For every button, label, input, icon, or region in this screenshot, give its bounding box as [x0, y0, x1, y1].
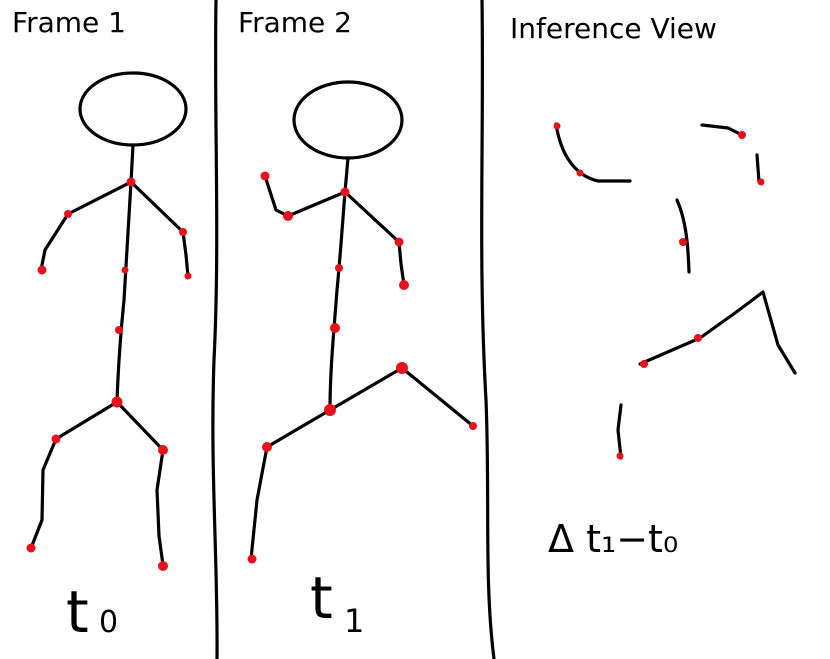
- fragment-hips: [638, 290, 797, 375]
- frame-1-right-arm: [129, 180, 190, 278]
- divider-right: [480, 0, 496, 659]
- frame-2-left-leg: [249, 408, 332, 561]
- fragment-right-forearm: [755, 153, 761, 184]
- frame-2-spine: [328, 190, 347, 412]
- frame-1-time-t: t: [66, 578, 89, 646]
- frame-1-neck: [129, 143, 135, 184]
- frame-2-time-t: t: [310, 564, 333, 632]
- inference-joints: [553, 122, 765, 460]
- frame-2-figure: [247, 80, 477, 564]
- frame-1-figure: [26, 71, 192, 571]
- frame-2-right-arm: [343, 190, 406, 287]
- fragment-right-arm: [700, 123, 744, 137]
- frame-2-head: [292, 80, 404, 160]
- frame-2-time-label: t 1: [310, 564, 364, 640]
- frame-1-head: [78, 71, 188, 147]
- fragment-spine: [675, 198, 691, 274]
- inference-delta-label: Δ t₁−t₀: [548, 517, 678, 561]
- divider-left: [211, 0, 219, 659]
- inference-fragments: [553, 122, 797, 460]
- frame-1-spine: [115, 180, 133, 404]
- frame-1-left-leg: [29, 400, 119, 550]
- fragment-leg: [616, 403, 623, 460]
- frame-1-right-leg: [115, 400, 165, 567]
- frame-1-joints: [26, 177, 192, 571]
- frame-2-time-sub: 1: [344, 602, 364, 640]
- frame-2-title: Frame 2: [238, 6, 352, 39]
- fragment-left-arm: [554, 122, 632, 183]
- frame-1-title: Frame 1: [12, 6, 126, 39]
- frame-2-joints: [247, 171, 477, 564]
- inference-view-title: Inference View: [510, 12, 717, 45]
- frame-1-time-label: t 0: [66, 578, 118, 646]
- frame-2-left-arm: [263, 174, 347, 218]
- frame-1-left-arm: [39, 180, 133, 272]
- frame-2-neck: [343, 156, 350, 194]
- frame-2-right-leg: [328, 366, 475, 428]
- frame-1-time-sub: 0: [99, 605, 118, 640]
